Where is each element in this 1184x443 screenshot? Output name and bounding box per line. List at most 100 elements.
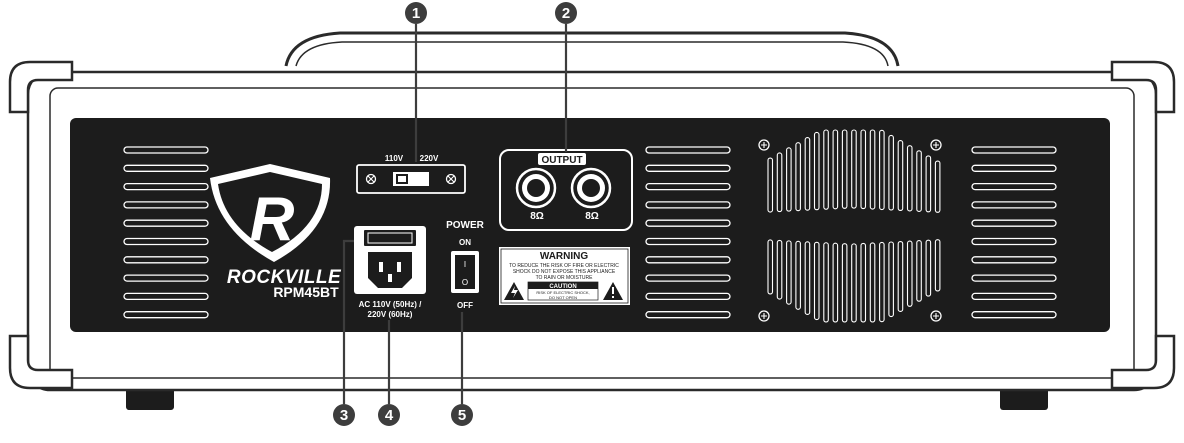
vent-slot xyxy=(645,182,731,191)
vent-slot xyxy=(971,201,1057,209)
electric-shock-warning-icon xyxy=(504,282,524,300)
output-title: OUTPUT xyxy=(541,155,582,166)
screw-icon xyxy=(930,139,942,151)
fan-slot xyxy=(804,137,811,211)
speaker-jack-1[interactable] xyxy=(515,167,557,209)
vent-slot xyxy=(123,311,209,319)
vent-slot xyxy=(645,219,731,227)
screw-icon xyxy=(930,310,942,322)
voltage-220v-label: 220V xyxy=(420,154,439,163)
fan-slot xyxy=(860,242,867,323)
power-switch-group: POWER ON I O OFF xyxy=(446,220,485,310)
corner-protector-top-right xyxy=(1110,60,1176,114)
screw-slot xyxy=(933,313,939,319)
corner-protector-top-left xyxy=(8,60,74,114)
vent-slot xyxy=(123,164,209,172)
caution-title: CAUTION xyxy=(549,284,576,290)
svg-text:4: 4 xyxy=(385,407,394,424)
corner-protector-bottom-right xyxy=(1110,334,1176,390)
carry-handle xyxy=(284,31,900,67)
jack-2-impedance: 8Ω xyxy=(585,211,599,222)
fan-slot xyxy=(767,157,774,213)
brand-name: ROCKVILLE xyxy=(227,267,342,288)
corner-protector-bottom-left xyxy=(8,334,74,390)
screw-icon xyxy=(758,310,770,322)
svg-text:2: 2 xyxy=(562,5,570,22)
fan-grille xyxy=(758,129,942,323)
svg-text:5: 5 xyxy=(458,407,466,424)
fan-slot xyxy=(823,242,829,323)
screw-slot xyxy=(933,142,939,148)
vent-slot xyxy=(645,311,731,319)
ac-power-inlet: AC 110V (50Hz) / 220V (60Hz) xyxy=(354,226,426,319)
caution-line1: RISK OF ELECTRIC SHOCK, xyxy=(536,290,589,295)
rockville-logo: R ROCKVILLE RPM45BT xyxy=(210,164,342,300)
fan-slot xyxy=(934,160,941,213)
fan-slot xyxy=(841,243,848,323)
fan-slot xyxy=(869,242,876,323)
svg-text:1: 1 xyxy=(412,5,420,22)
callout-1: 1 xyxy=(405,2,427,24)
fan-slot xyxy=(934,239,941,292)
ac-rating-line2: 220V (60Hz) xyxy=(368,310,413,319)
on-symbol: I xyxy=(464,260,466,269)
vent-slot xyxy=(123,274,209,282)
warning-label: WARNING TO REDUCE THE RISK OF FIRE OR EL… xyxy=(499,247,630,305)
fan-slot xyxy=(832,129,839,210)
voltage-110v-label: 110V xyxy=(385,154,404,163)
fan-slot xyxy=(795,240,801,310)
vent-slot xyxy=(645,146,731,154)
vent-slot xyxy=(123,219,209,227)
exclamation-warning-icon xyxy=(603,282,623,300)
vent-slots-left xyxy=(123,146,209,319)
fan-slot xyxy=(813,131,820,211)
voltage-selector: 110V 220V xyxy=(356,154,466,194)
fan-slot xyxy=(888,134,894,211)
vent-slot xyxy=(971,146,1057,154)
fan-slot xyxy=(786,240,792,305)
callout-2: 2 xyxy=(555,2,577,24)
power-on-label: ON xyxy=(459,238,471,247)
svg-text:3: 3 xyxy=(340,407,348,424)
vent-slot xyxy=(645,164,731,172)
fan-slot xyxy=(776,152,783,213)
vent-slot xyxy=(123,256,209,264)
iec-power-socket[interactable] xyxy=(368,252,412,288)
fan-slot xyxy=(786,147,792,212)
fan-slot xyxy=(888,241,894,318)
fan-slot xyxy=(897,240,904,312)
carry-handle-inner xyxy=(295,41,889,67)
rear-panel xyxy=(70,118,1110,332)
fan-slot xyxy=(879,241,885,323)
fan-slot xyxy=(832,242,839,323)
vent-slot xyxy=(123,201,209,209)
speaker-jack-2[interactable] xyxy=(570,167,612,209)
fuse-holder[interactable] xyxy=(364,230,416,246)
screw-icon xyxy=(365,173,377,185)
fan-slot xyxy=(860,129,867,210)
vent-slot xyxy=(971,311,1057,319)
fan-slot xyxy=(879,129,885,211)
warning-line3: TO RAIN OR MOISTURE xyxy=(536,275,594,281)
vent-slot xyxy=(645,237,731,246)
off-symbol: O xyxy=(462,278,468,287)
fan-slot xyxy=(767,239,774,295)
vent-slot xyxy=(645,201,731,209)
vent-slot xyxy=(971,274,1057,282)
fan-slot xyxy=(841,129,848,209)
screw-slot xyxy=(761,142,767,148)
power-off-label: OFF xyxy=(457,301,473,310)
fan-slot xyxy=(869,129,876,210)
caution-line2: DO NOT OPEN xyxy=(549,295,577,300)
vent-slot xyxy=(123,237,209,246)
vent-slot xyxy=(123,146,209,154)
fan-slot xyxy=(823,129,829,210)
fan-slot xyxy=(906,240,913,307)
vent-slot xyxy=(645,292,731,301)
warning-line2: SHOCK DO NOT EXPOSE THIS APPLIANCE xyxy=(513,269,616,275)
power-title: POWER xyxy=(446,220,485,231)
fan-slot xyxy=(925,155,932,213)
callout-4: 4 xyxy=(378,404,400,426)
screw-slot xyxy=(761,313,767,319)
